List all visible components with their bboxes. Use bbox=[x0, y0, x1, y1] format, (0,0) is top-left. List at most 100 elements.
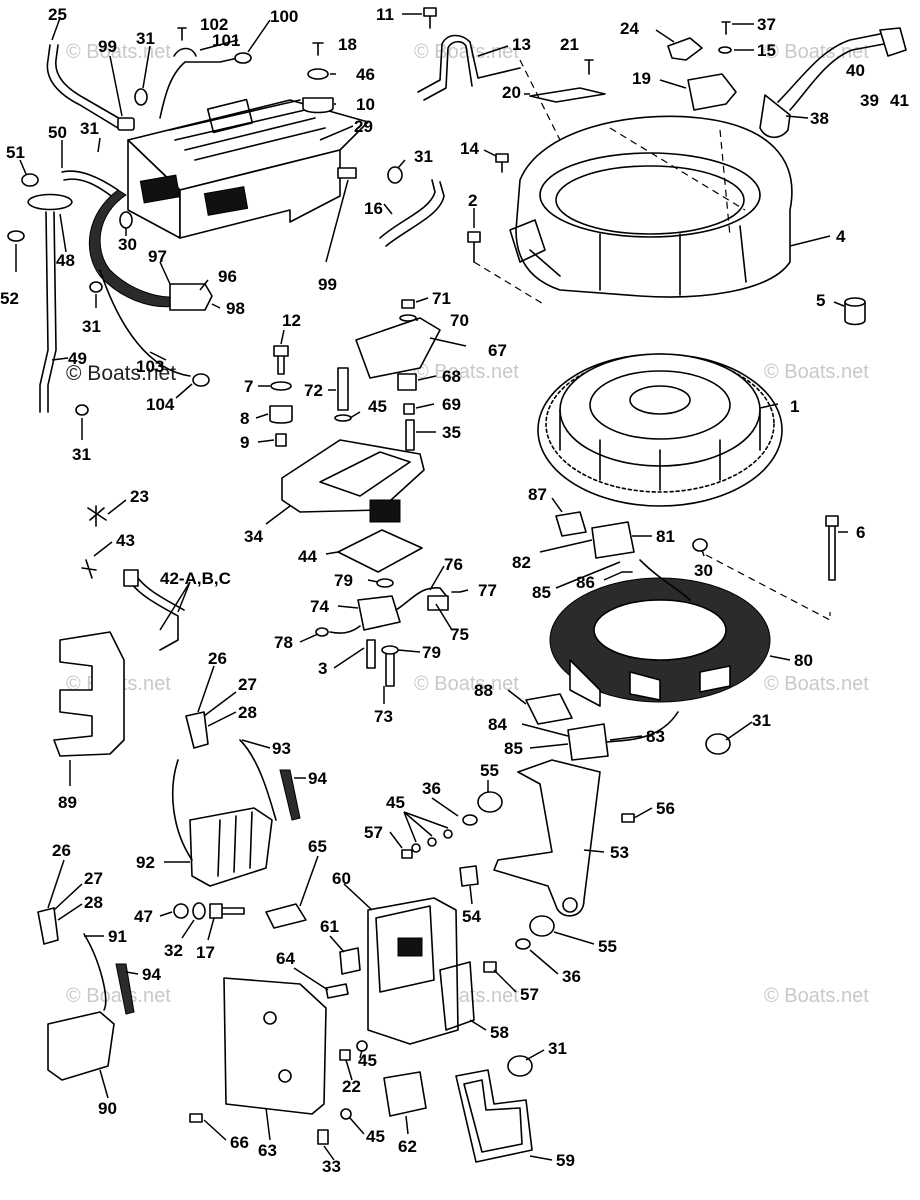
lead-91 bbox=[83, 933, 107, 1011]
nut-79 bbox=[376, 578, 394, 588]
nut-71 bbox=[401, 299, 415, 309]
watermark: © Boats.net bbox=[414, 673, 519, 695]
screw-18 bbox=[312, 42, 324, 56]
callout-79: 79 bbox=[422, 643, 441, 662]
ecu-module-29 bbox=[127, 98, 369, 239]
callout-88: 88 bbox=[474, 681, 493, 700]
callout-31: 31 bbox=[548, 1039, 567, 1058]
cover-63-hole bbox=[278, 1069, 292, 1083]
cover-19 bbox=[687, 73, 737, 111]
lead-92 bbox=[171, 759, 193, 861]
callout-67: 67 bbox=[488, 341, 507, 360]
callout-41: 41 bbox=[890, 91, 909, 110]
gasket-59 bbox=[455, 1069, 533, 1163]
callout-15: 15 bbox=[757, 41, 776, 60]
clip-20 bbox=[529, 87, 606, 103]
callout-84: 84 bbox=[488, 715, 507, 734]
callout-3: 3 bbox=[318, 659, 327, 678]
stator-80 bbox=[549, 559, 771, 707]
callout-89: 89 bbox=[58, 793, 77, 812]
watermark: © Boats.net bbox=[66, 985, 171, 1007]
callout-45: 45 bbox=[366, 1127, 385, 1146]
connector-26-27-28 bbox=[37, 907, 59, 945]
callout-40: 40 bbox=[846, 61, 865, 80]
screw-102 bbox=[177, 27, 187, 41]
clip-24 bbox=[667, 37, 703, 61]
callout-5: 5 bbox=[816, 291, 825, 310]
callout-72: 72 bbox=[304, 381, 323, 400]
callout-99: 99 bbox=[98, 37, 117, 56]
washer-47 bbox=[173, 903, 189, 919]
stud-35 bbox=[405, 419, 415, 451]
washer-36 bbox=[462, 814, 478, 826]
callout-6: 6 bbox=[856, 523, 865, 542]
bracket-34 bbox=[281, 439, 425, 523]
washer-36 bbox=[515, 938, 531, 950]
bolt-6 bbox=[825, 515, 839, 581]
hose-16 bbox=[379, 179, 445, 247]
sensor-74 bbox=[357, 595, 401, 631]
callout-19: 19 bbox=[632, 69, 651, 88]
lead-93 bbox=[239, 739, 277, 821]
leader-lines bbox=[15, 13, 848, 1161]
seal-87 bbox=[555, 511, 587, 537]
callout-30: 30 bbox=[694, 561, 713, 580]
bolt-73 bbox=[385, 649, 395, 687]
callout-36: 36 bbox=[422, 779, 441, 798]
coil-90 bbox=[47, 1011, 115, 1081]
callout-9: 9 bbox=[240, 433, 249, 452]
harness-83 bbox=[605, 711, 679, 743]
watermark: © Boats.net bbox=[66, 41, 171, 63]
callout-54: 54 bbox=[462, 907, 481, 926]
callout-74: 74 bbox=[310, 597, 329, 616]
washer-15 bbox=[718, 46, 732, 54]
callout-30: 30 bbox=[118, 235, 137, 254]
callout-26: 26 bbox=[52, 841, 71, 860]
callout-35: 35 bbox=[442, 423, 461, 442]
callout-86: 86 bbox=[576, 573, 595, 592]
washer-45 bbox=[443, 829, 453, 839]
callout-22: 22 bbox=[342, 1077, 361, 1096]
grommet-10 bbox=[302, 97, 334, 114]
cover-63-hole bbox=[263, 1011, 277, 1025]
connector-76 bbox=[427, 595, 449, 611]
callout-94: 94 bbox=[308, 769, 327, 788]
lead-38 bbox=[777, 33, 885, 111]
callout-31: 31 bbox=[136, 29, 155, 48]
callout-51: 51 bbox=[6, 143, 25, 162]
callout-83: 83 bbox=[646, 727, 665, 746]
callout-18: 18 bbox=[338, 35, 357, 54]
callout-26: 26 bbox=[208, 649, 227, 668]
clamp-30 bbox=[119, 211, 133, 229]
callout-48: 48 bbox=[56, 251, 75, 270]
clamp-31 bbox=[75, 404, 89, 416]
callout-57: 57 bbox=[520, 985, 539, 1004]
callout-33: 33 bbox=[322, 1157, 341, 1176]
callout-68: 68 bbox=[442, 367, 461, 386]
callout-11: 11 bbox=[376, 5, 394, 24]
screw-21 bbox=[584, 59, 594, 75]
clamp-30 bbox=[692, 538, 708, 552]
screw-22 bbox=[339, 1049, 351, 1061]
callout-71: 71 bbox=[432, 289, 451, 308]
watermarks: © Boats.net © Boats.net © Boats.net © Bo… bbox=[66, 41, 869, 1007]
callout-98: 98 bbox=[226, 299, 245, 318]
clip-65 bbox=[265, 903, 307, 929]
callout-92: 92 bbox=[136, 853, 155, 872]
washer-7 bbox=[270, 381, 292, 391]
callout-25: 25 bbox=[48, 5, 67, 24]
callout-17: 17 bbox=[196, 943, 215, 962]
washer-45 bbox=[427, 837, 437, 847]
screw-11 bbox=[423, 7, 437, 29]
callout-31: 31 bbox=[414, 147, 433, 166]
callout-43: 43 bbox=[116, 531, 135, 550]
callout-64: 64 bbox=[276, 949, 295, 968]
fitting-48 bbox=[27, 193, 73, 211]
callout-42: 42-A,B,C bbox=[160, 569, 231, 588]
lead-75 bbox=[395, 587, 449, 611]
washer-45 bbox=[411, 843, 421, 853]
watermark: © Boats.net bbox=[764, 41, 869, 63]
washer-70 bbox=[399, 314, 417, 322]
callout-labels: 25 31 102 100 99 101 18 11 13 21 24 37 1… bbox=[0, 5, 909, 1176]
callout-13: 13 bbox=[512, 35, 531, 54]
